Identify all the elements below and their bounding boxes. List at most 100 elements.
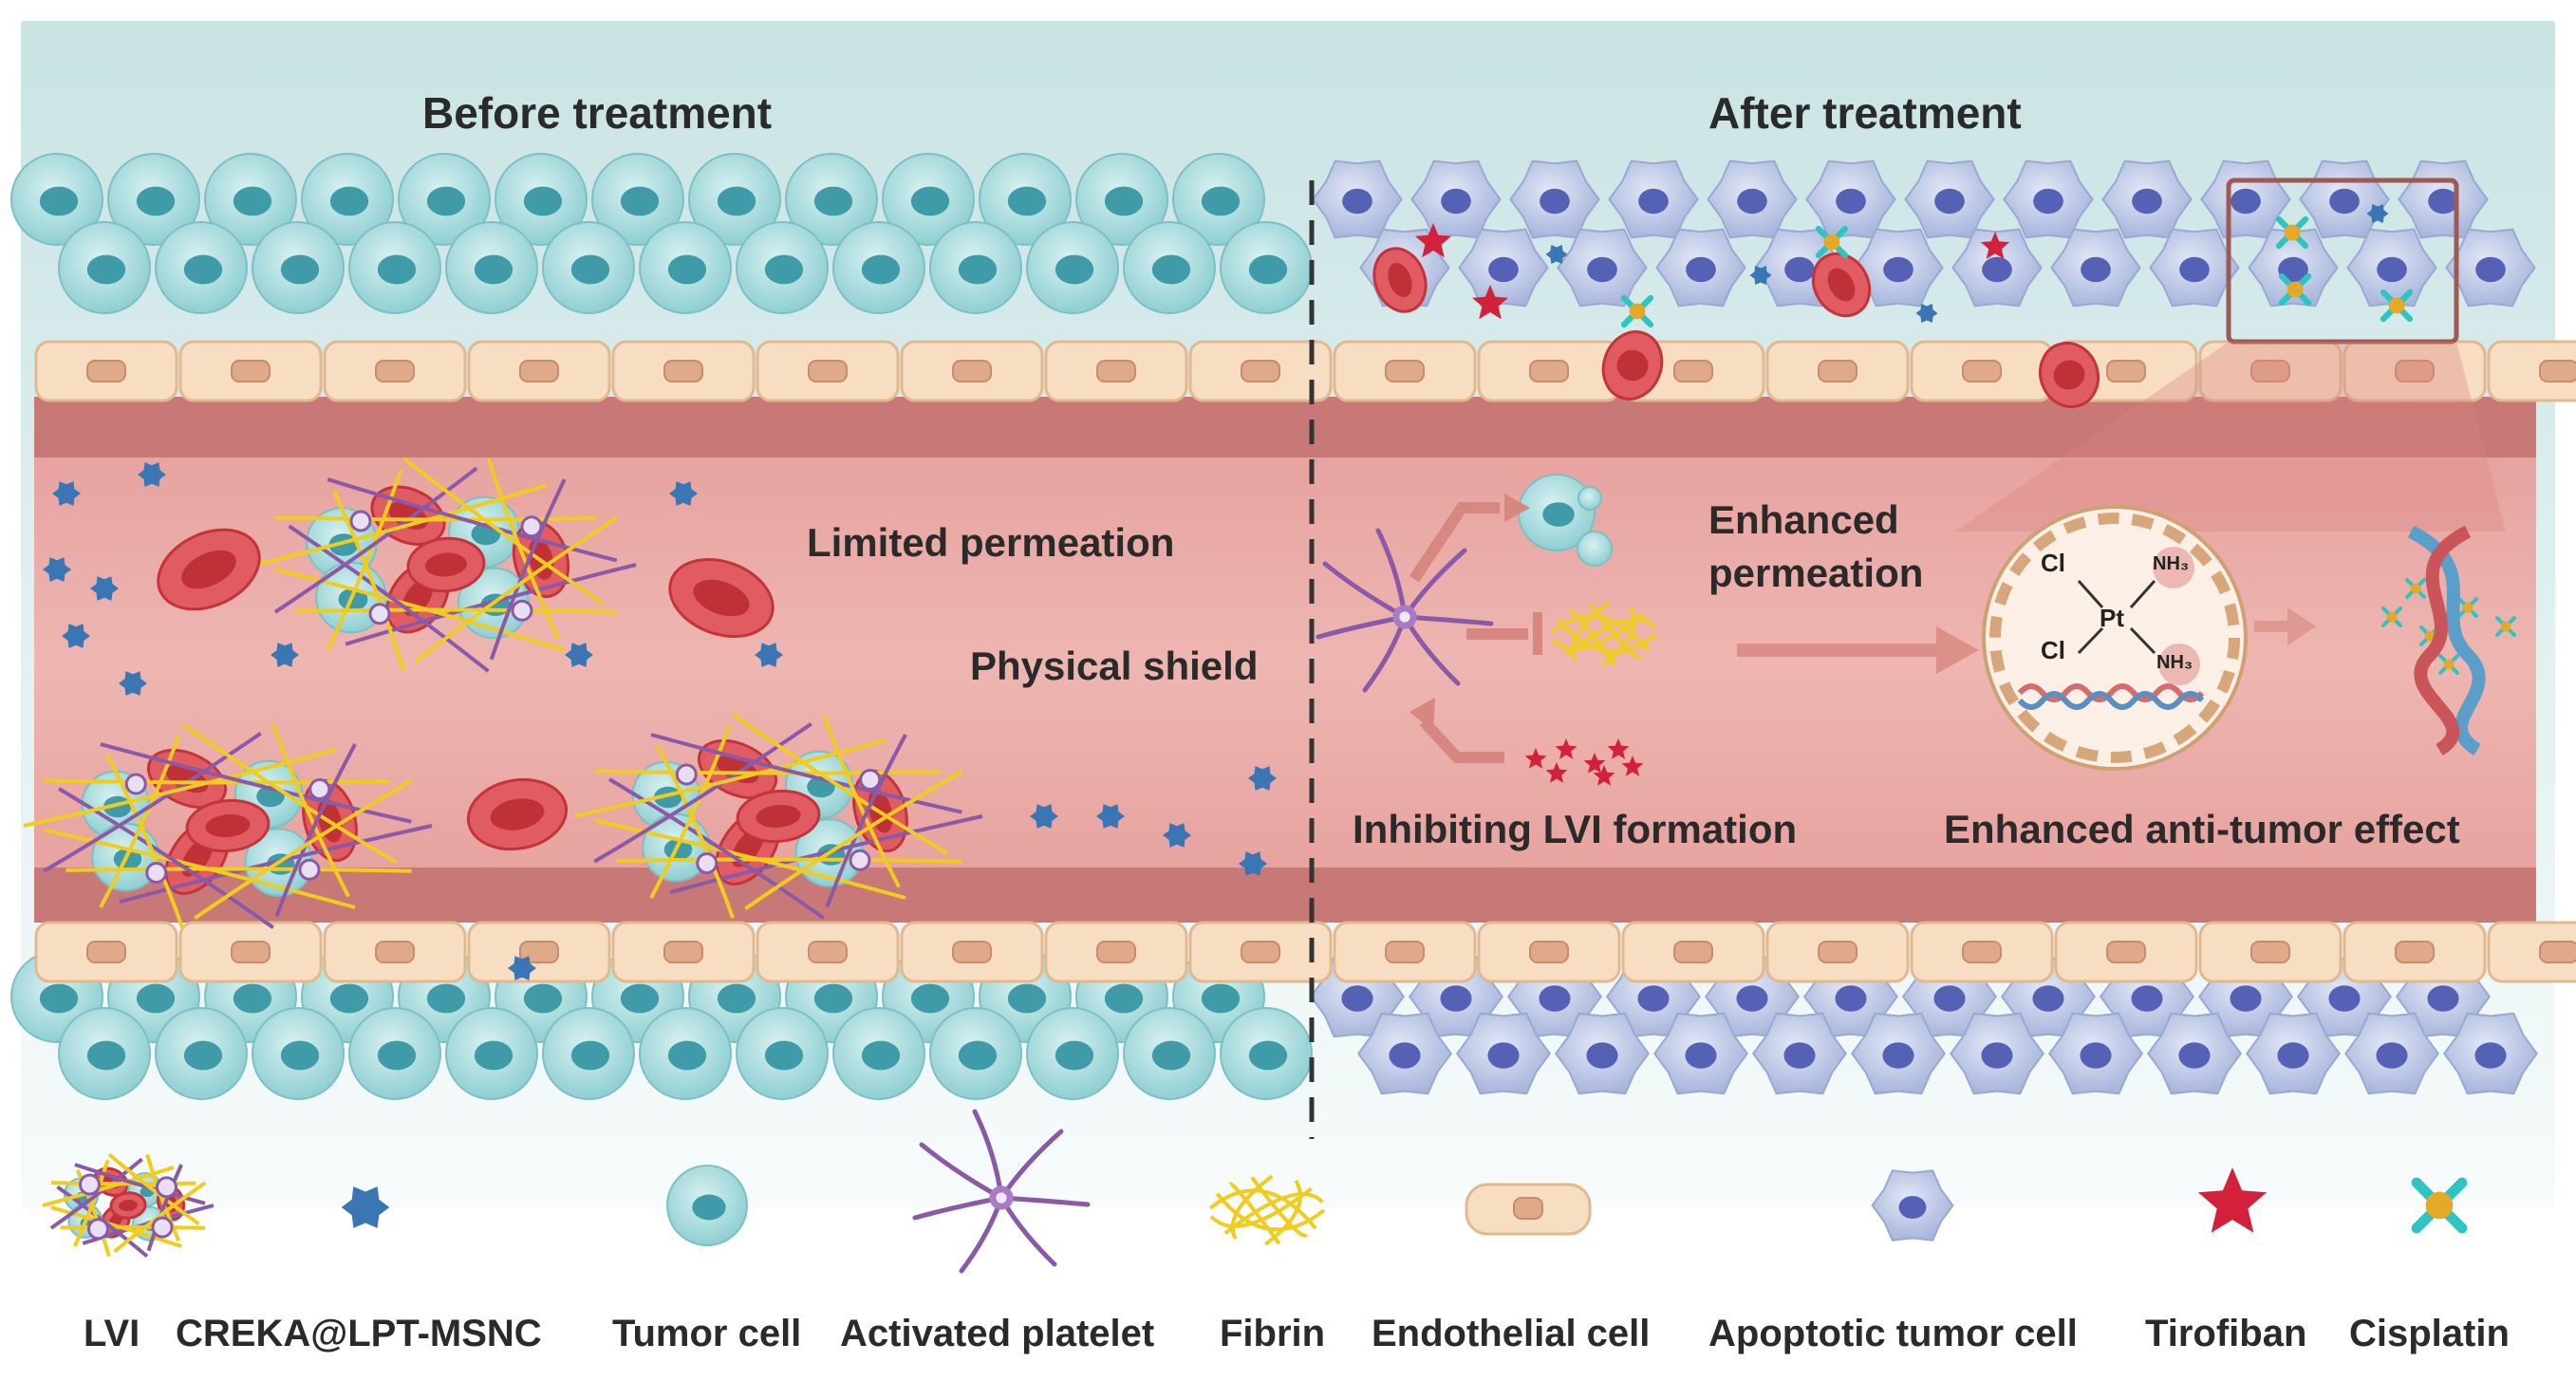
endothelial-row-top: [34, 340, 2576, 402]
apoptotic-cell: [1653, 1012, 1748, 1095]
nanoparticle: [52, 481, 81, 506]
nanoparticle: [669, 481, 698, 506]
nanoparticle: [1248, 766, 1277, 791]
apoptotic-cell: [1951, 228, 2043, 308]
tumor-cell: [1123, 221, 1216, 314]
endothelial-cell: [34, 921, 178, 983]
cisplatin-molecule: [2278, 272, 2312, 307]
nanoparticle: [341, 1186, 390, 1228]
limited-permeation-label: Limited permeation: [807, 520, 1175, 565]
legend-label-fibrin: Fibrin: [1220, 1313, 1326, 1354]
cisplatin-molecule: [2380, 289, 2414, 323]
cisplatin-molecule: [2404, 577, 2427, 600]
red-blood-cell: [668, 557, 775, 639]
endothelial-cell: [467, 340, 611, 402]
tirofiban-star: [1524, 748, 1547, 769]
tumor-cell: [348, 221, 441, 314]
cisplatin-nh3-top: NH₃: [2153, 553, 2189, 574]
legend-label-apoptotic-tumor-cell: Apoptotic tumor cell: [1708, 1313, 2078, 1354]
endothelial-cell: [2487, 340, 2576, 402]
tumor-cell: [639, 221, 732, 314]
apoptotic-cell: [1904, 159, 1995, 239]
nanoparticle: [2366, 204, 2389, 223]
endothelial-cell: [1477, 340, 1621, 402]
tirofiban-star: [1583, 753, 1606, 774]
apoptotic-cell: [1509, 159, 1600, 239]
red-blood-cell: [185, 798, 271, 853]
endothelial-cell: [323, 921, 467, 983]
before-treatment-title: Before treatment: [422, 88, 773, 138]
tumor-cell: [929, 1007, 1022, 1100]
apoptotic-cell: [2149, 228, 2240, 308]
tumor-cell: [1026, 221, 1119, 314]
cisplatin-cl-bottom: Cl: [2041, 636, 2065, 664]
fibrin-strands: [1550, 601, 1658, 667]
cisplatin-zoom-circle: Cl Cl Pt NH₃ NH₃: [1982, 505, 2248, 771]
nanoparticle: [62, 624, 90, 648]
tumor-cell: [542, 1007, 635, 1100]
cisplatin-pt: Pt: [2100, 604, 2124, 632]
endothelial-cell: [34, 340, 178, 402]
apoptotic-cell: [2101, 159, 2193, 239]
vessel-wall-top: [34, 397, 2536, 457]
zoom-box: [2226, 177, 2459, 345]
tumor-cell: [445, 1007, 538, 1100]
vessel-wall-bottom: [34, 868, 2536, 923]
endothelial-cell: [756, 921, 900, 983]
tumor-cell: [252, 1007, 345, 1100]
cisplatin-molecule: [1815, 225, 1849, 259]
nanoparticle: [1915, 304, 1938, 323]
tumor-cell: [155, 1007, 248, 1100]
endothelial-cell: [323, 340, 467, 402]
nanoparticle: [1163, 823, 1191, 848]
endothelial-cell: [1910, 921, 2054, 983]
red-blood-cell: [466, 777, 569, 851]
apoptotic-cell: [2048, 1012, 2143, 1095]
tumor-cell: [832, 1007, 925, 1100]
apoptotic-cell: [2445, 228, 2536, 308]
cisplatin-molecule: [2456, 596, 2479, 619]
apoptotic-cell: [2346, 228, 2437, 308]
after-treatment-title: After treatment: [1708, 88, 2022, 138]
cisplatin-molecule: [2437, 653, 2460, 676]
tumor-cell: [204, 153, 297, 246]
tumor-cell: [58, 1007, 151, 1100]
apoptotic-cell: [2147, 1012, 2242, 1095]
endothelial-cell: [1188, 340, 1333, 402]
tumor-cell: [1220, 221, 1313, 314]
apoptotic-cell: [2248, 228, 2339, 308]
lvi-cluster: [42, 1152, 215, 1259]
tumor-cell: [398, 153, 491, 246]
endothelial-cell: [1044, 340, 1188, 402]
nanoparticle: [1239, 851, 1267, 876]
activated-platelet: [912, 1109, 1091, 1274]
cisplatin-nh3-bottom: NH₃: [2156, 652, 2193, 673]
legend-label-lvi: LVI: [84, 1313, 140, 1354]
tirofiban-star: [1593, 765, 1615, 786]
apoptotic-cell: [1805, 159, 1896, 239]
tumor-cell: [301, 153, 394, 246]
endothelial-cell: [2343, 921, 2487, 983]
tumor-cell: [666, 1165, 748, 1246]
red-blood-cell: [406, 536, 486, 593]
nanoparticle: [271, 643, 299, 667]
red-blood-cell: [157, 528, 261, 611]
endothelial-cell: [1765, 921, 1910, 983]
endothelial-cell: [2054, 921, 2198, 983]
pathway-arrows: [1409, 494, 2316, 763]
tumor-fragment: [1577, 486, 1602, 511]
nanoparticle: [43, 557, 71, 582]
endothelial-cell: [178, 921, 323, 983]
tumor-fragment: [1577, 531, 1613, 567]
dna-helix-icon: [2407, 525, 2486, 756]
tumor-cell: [591, 153, 684, 246]
nanoparticle: [755, 643, 783, 667]
tirofiban-star: [1621, 756, 1644, 776]
red-blood-cell: [109, 1191, 147, 1220]
apoptotic-cell: [2344, 1012, 2439, 1095]
apoptotic-cell: [1707, 159, 1798, 239]
zoom-projection: [1955, 342, 2506, 532]
nanoparticle: [1545, 245, 1568, 264]
tumor-cell: [252, 221, 345, 314]
